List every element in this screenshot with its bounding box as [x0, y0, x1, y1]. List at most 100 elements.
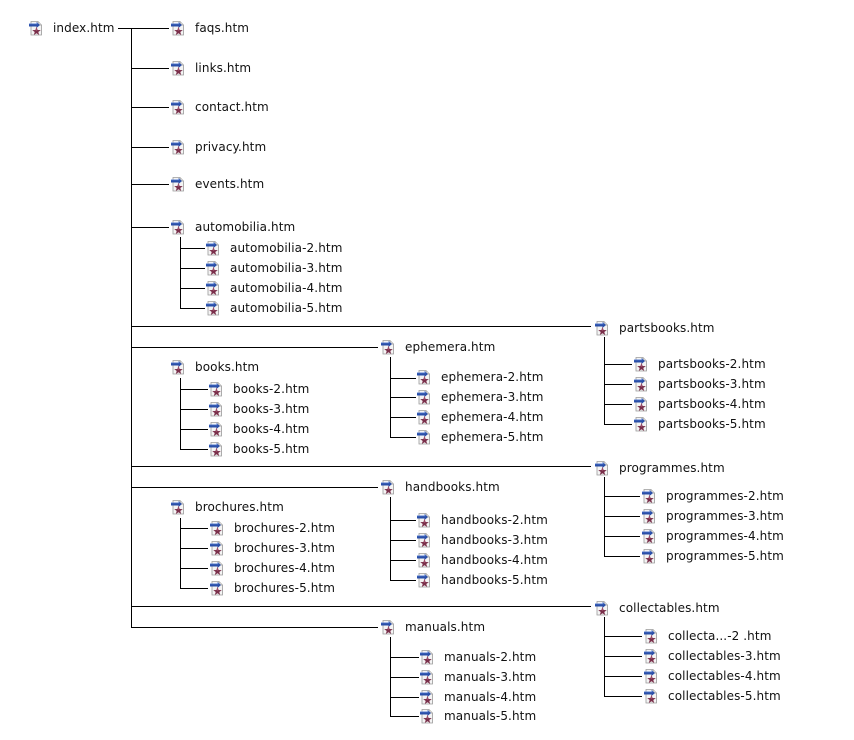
node-label: ephemera-5.htm: [441, 430, 544, 444]
node-label: manuals-5.htm: [444, 709, 537, 723]
node-label: programmes-3.htm: [666, 509, 784, 523]
connector-line: [180, 248, 205, 249]
node-collectables-2[interactable]: collecta...-2 .htm: [643, 627, 771, 645]
subtree-trunk-line: [604, 337, 605, 425]
connector-line: [131, 227, 169, 228]
html-document-icon: [419, 649, 435, 665]
node-brochures[interactable]: brochures.htm: [170, 498, 284, 516]
html-document-icon: [416, 369, 432, 385]
node-handbooks-3[interactable]: handbooks-3.htm: [416, 531, 548, 549]
node-collectables-4[interactable]: collectables-4.htm: [643, 667, 781, 685]
node-label: handbooks-4.htm: [441, 553, 548, 567]
node-handbooks-2[interactable]: handbooks-2.htm: [416, 511, 548, 529]
node-manuals-4[interactable]: manuals-4.htm: [419, 688, 536, 706]
node-label: links.htm: [195, 61, 252, 75]
connector-line: [604, 364, 632, 365]
node-programmes-3[interactable]: programmes-3.htm: [641, 507, 784, 525]
node-label: automobilia-4.htm: [230, 281, 343, 295]
node-label: collectables-4.htm: [668, 669, 781, 683]
node-brochures-4[interactable]: brochures-4.htm: [209, 559, 335, 577]
node-links[interactable]: links.htm: [170, 59, 251, 77]
node-label: books-2.htm: [233, 382, 310, 396]
html-document-icon: [205, 240, 221, 256]
html-document-icon: [641, 508, 657, 524]
html-document-icon: [205, 260, 221, 276]
node-automobilia-4[interactable]: automobilia-4.htm: [205, 279, 343, 297]
node-ephemera-4[interactable]: ephemera-4.htm: [416, 408, 544, 426]
node-handbooks-5[interactable]: handbooks-5.htm: [416, 571, 548, 589]
node-ephemera[interactable]: ephemera.htm: [380, 338, 495, 356]
node-ephemera-5[interactable]: ephemera-5.htm: [416, 428, 544, 446]
node-brochures-3[interactable]: brochures-3.htm: [209, 539, 335, 557]
node-collectables-5[interactable]: collectables-5.htm: [643, 687, 781, 705]
node-handbooks-4[interactable]: handbooks-4.htm: [416, 551, 548, 569]
html-document-icon: [170, 60, 186, 76]
connector-line: [131, 466, 591, 467]
node-manuals-3[interactable]: manuals-3.htm: [419, 668, 536, 686]
node-label: programmes-2.htm: [666, 489, 784, 503]
node-automobilia[interactable]: automobilia.htm: [170, 218, 295, 236]
connector-line: [131, 606, 591, 607]
node-automobilia-5[interactable]: automobilia-5.htm: [205, 299, 343, 317]
connector-line: [390, 397, 416, 398]
node-faqs[interactable]: faqs.htm: [170, 19, 249, 37]
connector-line: [180, 449, 208, 450]
node-programmes-2[interactable]: programmes-2.htm: [641, 487, 784, 505]
node-label: collectables-5.htm: [668, 689, 781, 703]
node-partsbooks[interactable]: partsbooks.htm: [594, 319, 715, 337]
node-contact[interactable]: contact.htm: [170, 98, 269, 116]
node-books-4[interactable]: books-4.htm: [208, 420, 309, 438]
node-books-3[interactable]: books-3.htm: [208, 400, 309, 418]
node-books-5[interactable]: books-5.htm: [208, 440, 309, 458]
node-events[interactable]: events.htm: [170, 175, 264, 193]
node-books[interactable]: books.htm: [170, 358, 259, 376]
node-partsbooks-4[interactable]: partsbooks-4.htm: [633, 395, 766, 413]
node-programmes-5[interactable]: programmes-5.htm: [641, 547, 784, 565]
node-label: brochures-2.htm: [234, 521, 336, 535]
node-ephemera-3[interactable]: ephemera-3.htm: [416, 388, 544, 406]
node-label: books.htm: [195, 360, 260, 374]
node-handbooks[interactable]: handbooks.htm: [380, 478, 500, 496]
node-label: manuals-2.htm: [444, 650, 537, 664]
connector-line: [604, 636, 642, 637]
connector-line: [180, 409, 208, 410]
node-brochures-5[interactable]: brochures-5.htm: [209, 579, 335, 597]
connector-line: [390, 520, 416, 521]
html-document-icon: [205, 280, 221, 296]
connector-line: [131, 68, 169, 69]
node-manuals-5[interactable]: manuals-5.htm: [419, 707, 536, 725]
html-document-icon: [170, 219, 186, 235]
connector-line: [390, 560, 416, 561]
node-automobilia-2[interactable]: automobilia-2.htm: [205, 239, 343, 257]
node-programmes-4[interactable]: programmes-4.htm: [641, 527, 784, 545]
node-label: privacy.htm: [195, 140, 267, 154]
node-partsbooks-5[interactable]: partsbooks-5.htm: [633, 415, 766, 433]
node-partsbooks-3[interactable]: partsbooks-3.htm: [633, 375, 766, 393]
node-index[interactable]: index.htm: [28, 19, 115, 37]
node-manuals[interactable]: manuals.htm: [380, 618, 485, 636]
node-collectables[interactable]: collectables.htm: [594, 599, 720, 617]
node-label: manuals.htm: [405, 620, 486, 634]
html-document-icon: [208, 441, 224, 457]
html-document-icon: [633, 396, 649, 412]
connector-line: [131, 347, 378, 348]
node-ephemera-2[interactable]: ephemera-2.htm: [416, 368, 544, 386]
connector-line: [131, 147, 169, 148]
node-programmes[interactable]: programmes.htm: [594, 459, 725, 477]
node-books-2[interactable]: books-2.htm: [208, 380, 309, 398]
node-brochures-2[interactable]: brochures-2.htm: [209, 519, 335, 537]
html-document-icon: [643, 648, 659, 664]
node-privacy[interactable]: privacy.htm: [170, 138, 266, 156]
node-automobilia-3[interactable]: automobilia-3.htm: [205, 259, 343, 277]
node-collectables-3[interactable]: collectables-3.htm: [643, 647, 781, 665]
connector-line: [604, 496, 640, 497]
html-document-icon: [416, 409, 432, 425]
node-label: books-4.htm: [233, 422, 310, 436]
node-partsbooks-2[interactable]: partsbooks-2.htm: [633, 355, 766, 373]
connector-line: [604, 536, 640, 537]
html-document-icon: [170, 99, 186, 115]
connector-line: [180, 268, 205, 269]
subtree-trunk-line: [180, 237, 181, 309]
node-manuals-2[interactable]: manuals-2.htm: [419, 648, 536, 666]
